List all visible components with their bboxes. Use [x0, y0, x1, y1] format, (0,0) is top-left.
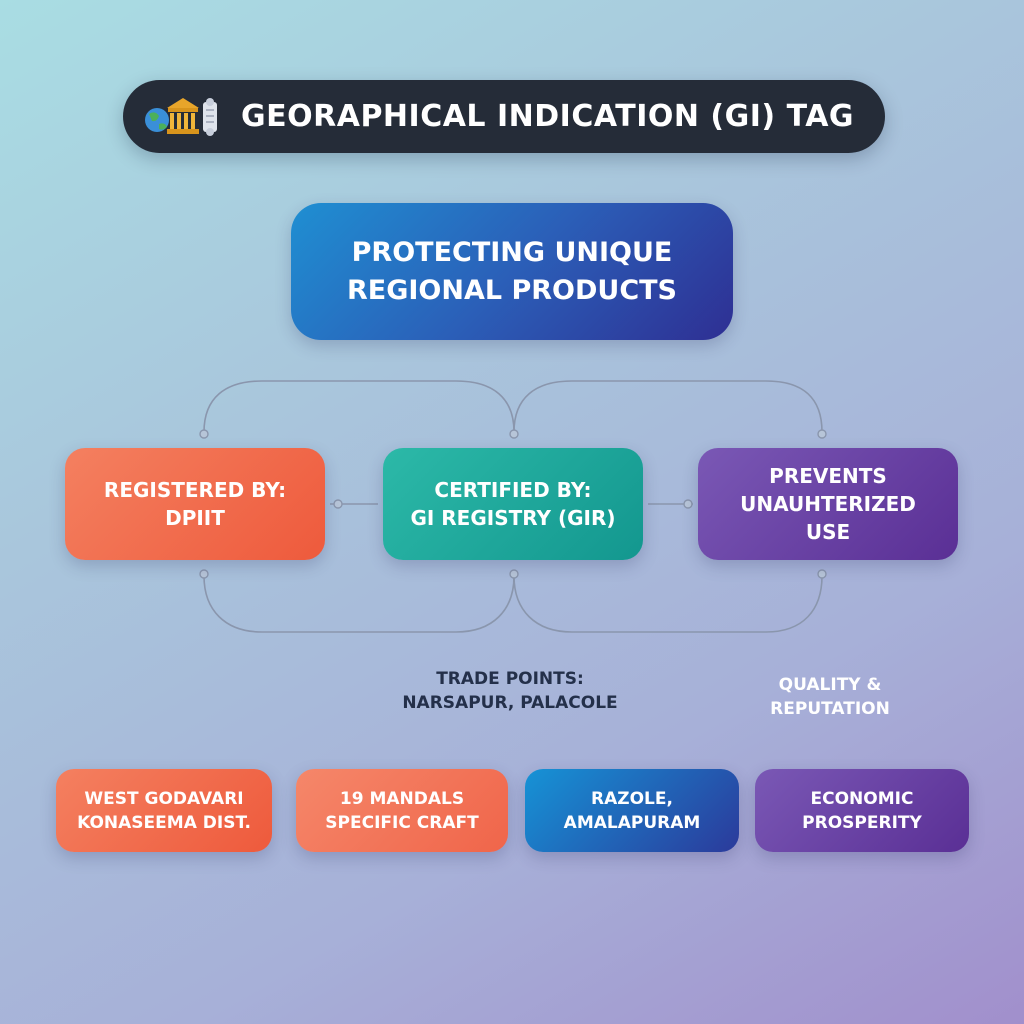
connector-top-left [203, 380, 515, 433]
connector-bottom-right [513, 575, 823, 633]
mandals-box: 19 MANDALS SPECIFIC CRAFT [296, 769, 508, 852]
registered-by-label: REGISTERED BY: DPIIT [103, 478, 287, 530]
node-dot [683, 499, 693, 509]
node-dot [509, 569, 519, 579]
title-bar: GEORAPHICAL INDICATION (GI) TAG [123, 80, 885, 153]
quality-reputation-label: QUALITY & REPUTATION [770, 675, 890, 719]
trade-points-label: TRADE POINTS: NARSAPUR, PALACOLE [402, 669, 618, 713]
node-dot [817, 429, 827, 439]
globe-icon [145, 108, 169, 132]
scroll-icon [203, 98, 217, 136]
prevents-use-label: PREVENTS UNAUHTERIZED USE [740, 464, 916, 544]
prevents-use-box: PREVENTS UNAUHTERIZED USE [698, 448, 958, 560]
main-concept-box: PROTECTING UNIQUE REGIONAL PRODUCTS [291, 203, 733, 340]
title-icon-group [145, 98, 217, 136]
certified-by-label: CERTIFIED BY: GI REGISTRY (GIR) [410, 478, 616, 530]
node-dot [509, 429, 519, 439]
connector-top-right [513, 380, 823, 433]
page-title: GEORAPHICAL INDICATION (GI) TAG [241, 99, 855, 134]
economic-prosperity-label: ECONOMIC PROSPERITY [802, 788, 922, 833]
node-dot [817, 569, 827, 579]
node-dot [199, 429, 209, 439]
west-godavari-label: WEST GODAVARI KONASEEMA DIST. [77, 788, 251, 833]
bank-building-icon [167, 98, 199, 134]
razole-label: RAZOLE, AMALAPURAM [563, 788, 701, 833]
economic-prosperity-box: ECONOMIC PROSPERITY [755, 769, 969, 852]
razole-box: RAZOLE, AMALAPURAM [525, 769, 739, 852]
registered-by-box: REGISTERED BY: DPIIT [65, 448, 325, 560]
west-godavari-box: WEST GODAVARI KONASEEMA DIST. [56, 769, 272, 852]
node-dot [333, 499, 343, 509]
main-concept-label: PROTECTING UNIQUE REGIONAL PRODUCTS [346, 236, 678, 306]
node-dot [199, 569, 209, 579]
mandals-label: 19 MANDALS SPECIFIC CRAFT [325, 788, 479, 833]
connector-bottom-left [203, 575, 515, 633]
certified-by-box: CERTIFIED BY: GI REGISTRY (GIR) [383, 448, 643, 560]
